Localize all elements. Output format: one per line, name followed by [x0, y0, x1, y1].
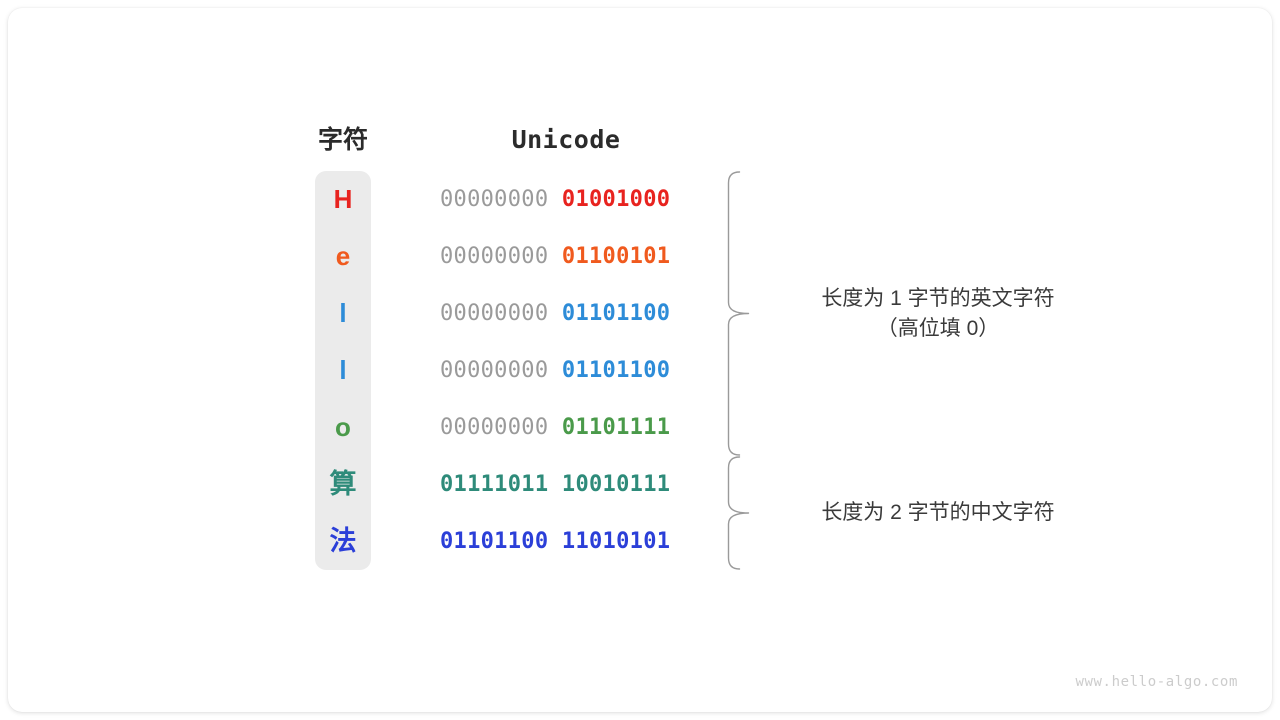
byte-high: 00000000 [440, 358, 549, 383]
column-header-char: 字符 [317, 126, 368, 154]
byte-high: 00000000 [440, 244, 549, 269]
byte-high: 01111011 [440, 472, 549, 497]
byte-low: 10010111 [561, 472, 671, 497]
row-character: o [335, 412, 351, 442]
table-row: H 00000000 01001000 [8, 171, 1272, 228]
row-character: l [339, 355, 347, 385]
row-character: e [335, 241, 351, 271]
group-annotation-label: 长度为 2 字节的中文字符 [821, 501, 1055, 524]
row-character: 算 [329, 469, 357, 499]
column-headers: 字符 Unicode [8, 121, 1272, 159]
byte-low: 01101111 [561, 415, 671, 440]
byte-low: 01101100 [561, 301, 671, 326]
byte-high: 00000000 [440, 187, 549, 212]
column-header-unicode: Unicode [511, 125, 621, 154]
group-brace-icon [726, 456, 752, 575]
char-column-pill [315, 171, 371, 570]
byte-high: 00000000 [440, 415, 549, 440]
group-brace-icon [726, 171, 752, 461]
figure-card: 字符 Unicode H 00000000 01001000 e 00000000 0… [8, 8, 1272, 712]
group-annotation-label: 长度为 1 字节的英文字符 （高位填 0） [821, 286, 1055, 340]
table-row: l 00000000 01101100 [8, 342, 1272, 399]
row-unicode-bits: 00000000 01101100 [440, 342, 692, 399]
table-row: o 00000000 01101111 [8, 399, 1272, 456]
table-row: 算 01111011 10010111 [8, 456, 1272, 513]
row-unicode-bits: 00000000 01101100 [440, 285, 692, 342]
table-row: l 00000000 01101100 [8, 285, 1272, 342]
byte-low: 01101100 [561, 358, 671, 383]
table-row: 法 01101100 11010101 [8, 513, 1272, 570]
row-unicode-bits: 00000000 01100101 [440, 228, 692, 285]
row-unicode-bits: 01101100 11010101 [440, 513, 692, 570]
watermark: www.hello-algo.com [1075, 674, 1238, 690]
byte-high: 00000000 [440, 301, 549, 326]
byte-low: 01001000 [561, 187, 671, 212]
byte-high: 01101100 [440, 529, 549, 554]
byte-low: 11010101 [561, 529, 671, 554]
row-character: l [339, 298, 347, 328]
row-unicode-bits: 00000000 01001000 [440, 171, 692, 228]
byte-low: 01100101 [561, 244, 671, 269]
row-unicode-bits: 00000000 01101111 [440, 399, 692, 456]
row-unicode-bits: 01111011 10010111 [440, 456, 692, 513]
row-character: H [333, 184, 353, 214]
table-row: e 00000000 01100101 [8, 228, 1272, 285]
row-character: 法 [329, 526, 357, 556]
